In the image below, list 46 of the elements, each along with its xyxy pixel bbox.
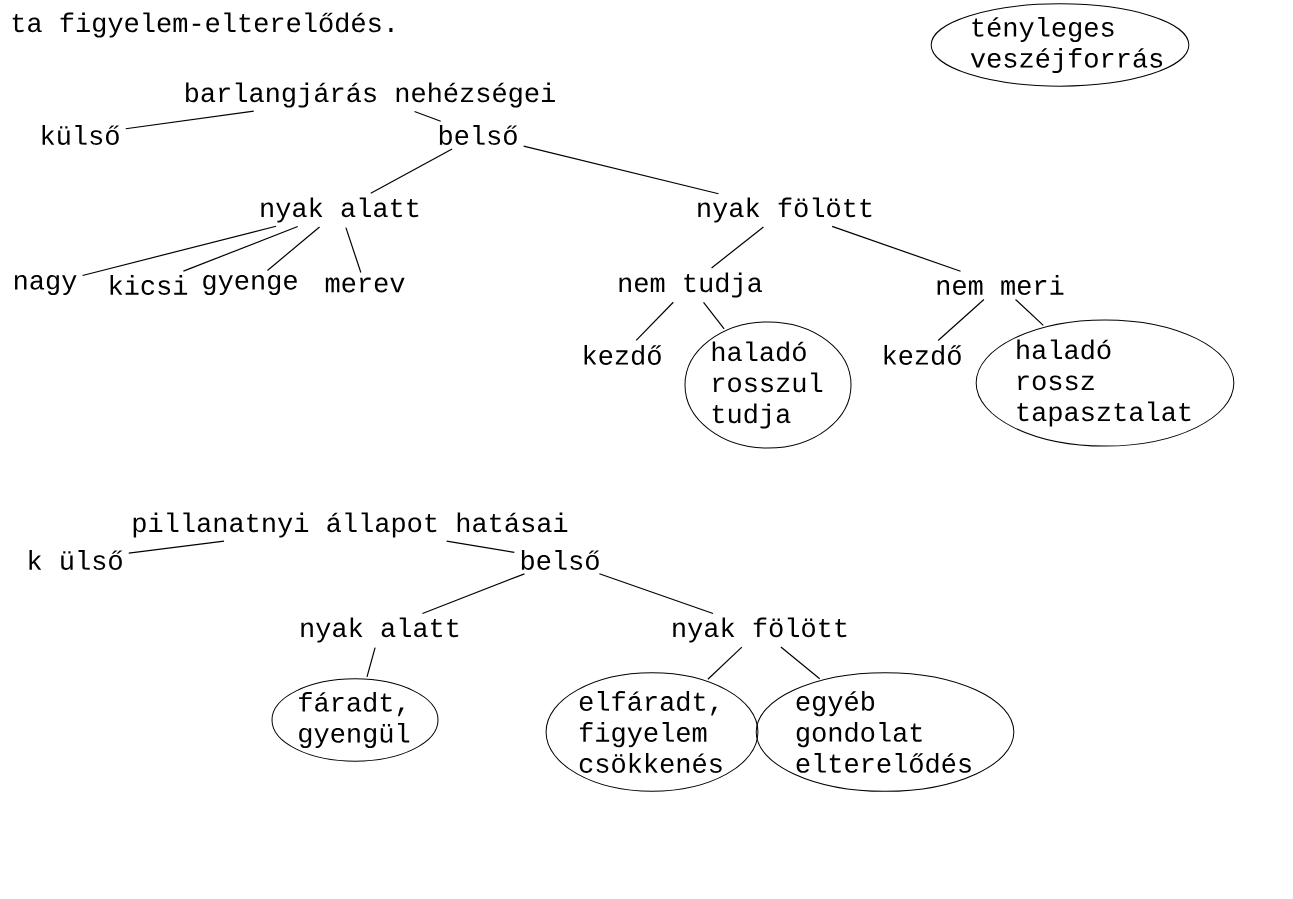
text-line: ta figyelem-elterelődés. — [12, 12, 393, 38]
tree-label: nyak alatt — [261, 197, 419, 223]
tree-label: belső — [521, 550, 599, 570]
tree-line — [125, 110, 255, 130]
tree-label: pillanatnyi állapot hatásai — [133, 512, 568, 538]
tree-label: kicsi — [110, 275, 188, 295]
tree-line — [523, 145, 720, 195]
tree-label: merev — [325, 277, 405, 293]
tree-line — [707, 646, 743, 680]
tree-line — [831, 225, 962, 272]
tree-line — [182, 225, 299, 272]
tree-label: nem meri — [937, 275, 1064, 295]
tree-label: nyak alatt — [301, 617, 459, 643]
tree-label: nyak fölött — [698, 197, 872, 223]
tree-line — [446, 540, 515, 553]
tree-line — [421, 573, 526, 615]
circled-label: elfáradt, figyelem csökkenés — [545, 672, 759, 792]
tree-label: külső — [42, 125, 119, 145]
tree-line — [710, 226, 765, 269]
tree-label: kezdő — [884, 345, 961, 365]
tree-line — [780, 646, 821, 680]
tree-line — [702, 301, 725, 330]
circled-label: tényleges veszéjforrás — [930, 3, 1190, 87]
tree-label: barlangjárás nehézségei — [186, 82, 555, 108]
tree-label: belső — [439, 125, 517, 145]
tree-label: nyak fölött — [673, 617, 847, 643]
circled-label: haladó rosszul tudja — [684, 321, 852, 449]
tree-label: nem tudja — [619, 272, 762, 298]
tree-line — [635, 301, 674, 341]
tree-label: k ülső — [29, 550, 122, 570]
tree-label: nagy — [14, 274, 77, 296]
tree-line — [345, 227, 362, 274]
tree-line — [81, 225, 277, 277]
tree-label: kezdő — [584, 345, 661, 365]
tree-line — [128, 540, 225, 554]
circled-label: haladó rossz tapasztalat — [975, 319, 1235, 447]
tree-line — [370, 148, 453, 194]
tree-line — [413, 110, 442, 122]
circled-label: fáradt, gyengül — [271, 678, 439, 762]
tree-line — [937, 298, 985, 342]
tree-line — [266, 226, 321, 272]
tree-label: gyenge — [203, 274, 297, 296]
tree-line — [598, 573, 714, 615]
circled-label: egyéb gondolat elterelődés — [755, 672, 1015, 792]
tree-line — [366, 647, 376, 678]
tree-line — [1014, 298, 1044, 326]
